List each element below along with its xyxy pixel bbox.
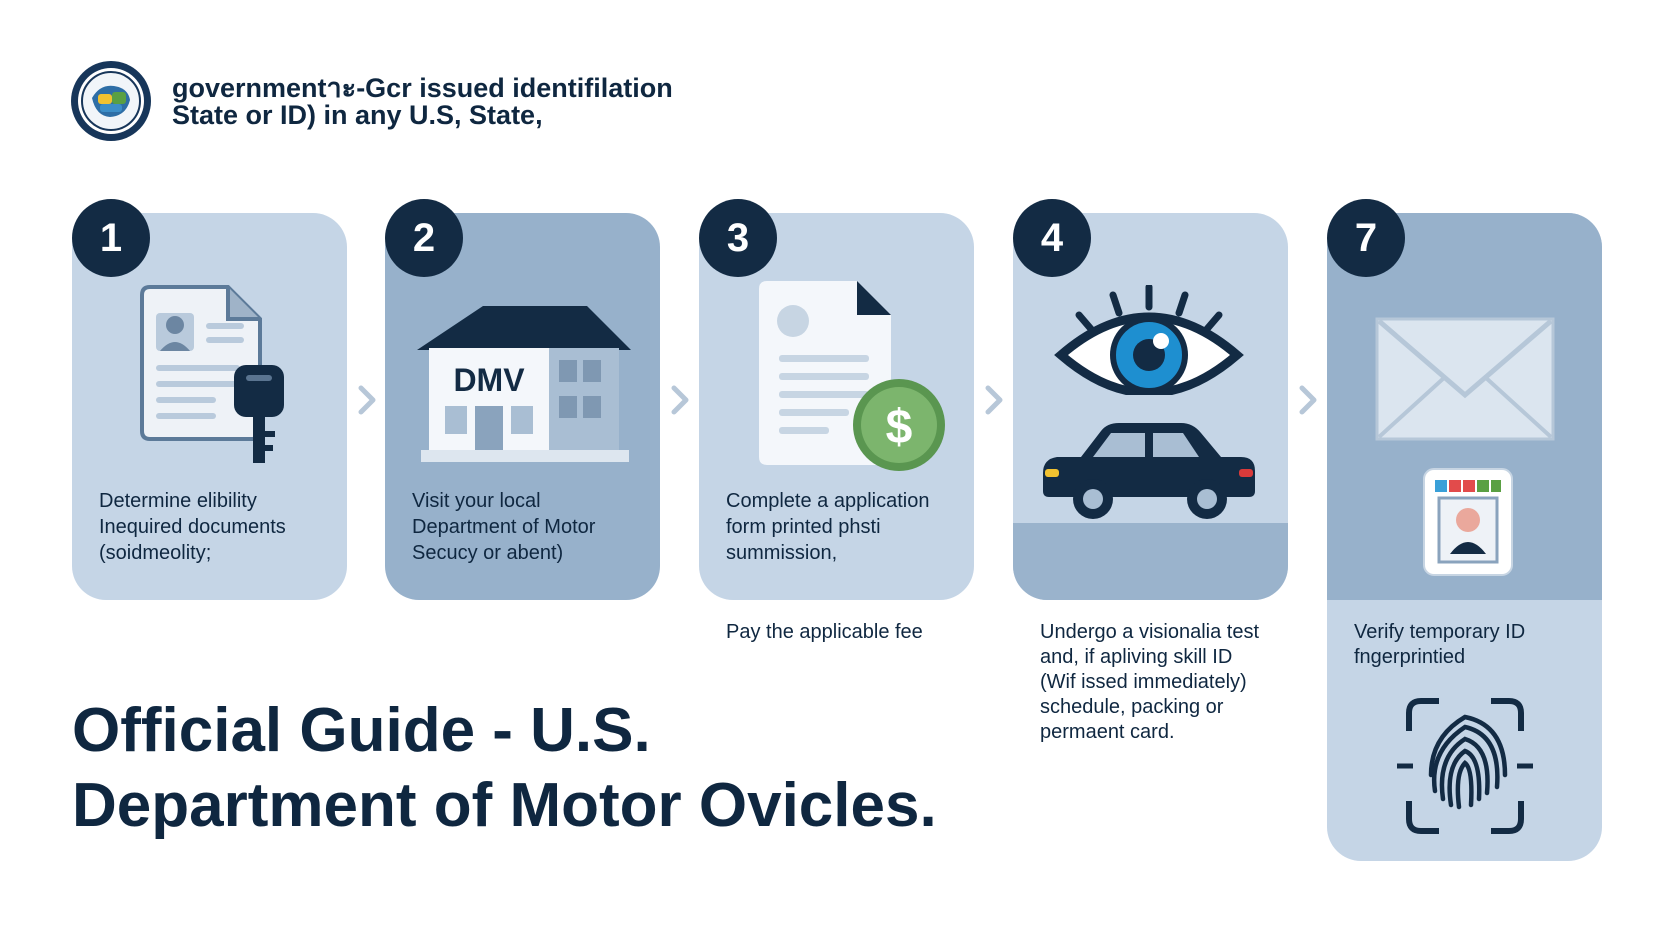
fingerprint-icon	[1395, 691, 1535, 841]
document-key-icon	[136, 281, 296, 471]
step-7-card	[1327, 213, 1602, 861]
header-line-1: governmentาะ-Gcr issued identifilation	[172, 73, 673, 103]
step-4-card-band	[1013, 523, 1288, 600]
dmv-building-icon: DMV	[417, 298, 637, 468]
page-title-line-2: Department of Motor Ovicles.	[72, 771, 937, 840]
car-icon	[1041, 421, 1261, 521]
step-4-vision-note: Undergo a visionalia test and, if aplivi…	[1040, 621, 1260, 743]
step-3-text: Complete a application form printed phst…	[726, 490, 930, 564]
step-3-card: $	[699, 213, 974, 600]
step-2-number-badge: 2	[385, 199, 463, 277]
application-fee-icon: $	[759, 281, 949, 481]
dmv-sign-text: DMV	[453, 362, 525, 398]
step-3-number-badge: 3	[699, 199, 777, 277]
step-1-number-badge: 1	[72, 199, 150, 277]
step-4-number-badge: 4	[1013, 199, 1091, 277]
step-4-card	[1013, 213, 1288, 600]
chevron-right-icon	[668, 380, 694, 420]
step-3-fee-note: Pay the applicable fee	[726, 621, 923, 643]
header-line-2: State or ID) in any U.S, State,	[172, 100, 543, 130]
page-title-line-1: Official Guide - U.S.	[72, 696, 651, 765]
step-1-card	[72, 213, 347, 600]
step-2-card: DMV	[385, 213, 660, 600]
step-2-text: Visit your local Department of Motor Sec…	[412, 490, 596, 564]
eye-test-icon	[1049, 285, 1249, 395]
chevron-right-icon	[982, 380, 1008, 420]
step-7-verify-note: Verify temporary ID fngerprintied	[1354, 621, 1526, 668]
id-card-photo-icon	[1423, 468, 1513, 576]
chevron-right-icon	[1296, 380, 1322, 420]
envelope-icon	[1375, 317, 1555, 441]
government-seal-logo	[70, 60, 152, 142]
step-1-text: Determine elibility Inequired documents …	[99, 490, 286, 564]
svg-text:$: $	[886, 401, 913, 454]
chevron-right-icon	[355, 380, 381, 420]
step-7-number-badge: 7	[1327, 199, 1405, 277]
